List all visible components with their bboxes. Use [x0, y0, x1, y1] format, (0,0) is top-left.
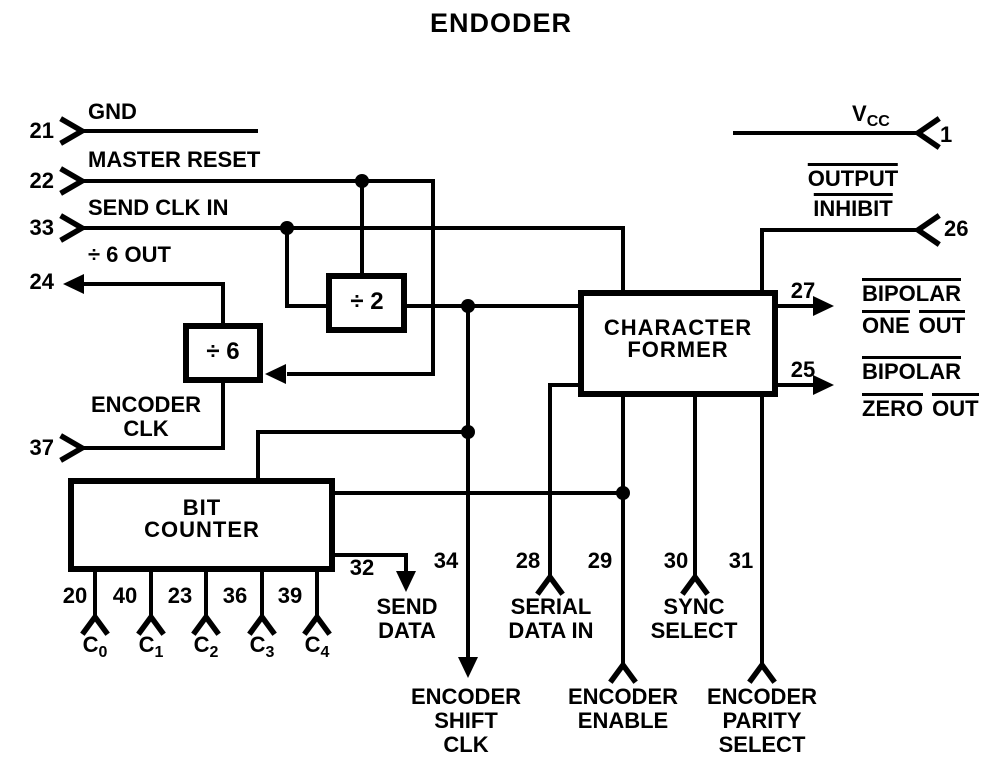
pin-20-number: 20 — [62, 583, 88, 608]
pin-29-chevron-icon — [608, 660, 638, 684]
diagram-title: ENDODER — [429, 8, 573, 38]
junction-dot — [461, 425, 475, 439]
pin-33-number: 33 — [29, 215, 54, 240]
junction-dot — [461, 299, 475, 313]
pin-36-number: 36 — [222, 583, 248, 608]
c0-label: C0 — [82, 632, 108, 662]
pin-28-number: 28 — [515, 548, 541, 573]
pin-32-number: 32 — [349, 555, 375, 580]
pin-26-chevron-icon — [913, 213, 941, 247]
divide-by-6-block — [183, 323, 263, 383]
arrow-send-data-icon — [396, 571, 416, 592]
pin-c0-chevron-icon — [80, 612, 110, 636]
c1-label: C1 — [138, 632, 164, 662]
divide-by-6-label: ÷ 6 — [206, 338, 240, 365]
master-reset-label: MASTER RESET — [88, 147, 261, 172]
pin-1-number: 1 — [940, 122, 953, 147]
pin-34-number: 34 — [433, 548, 459, 573]
junction-dot — [280, 221, 294, 235]
pin-c3-chevron-icon — [247, 612, 277, 636]
character-former-block — [578, 290, 778, 397]
pin-c1-chevron-icon — [136, 612, 166, 636]
gnd-label: GND — [88, 99, 137, 124]
pin-21-number: 21 — [29, 118, 54, 143]
wire-shift-clk-to-bit-counter — [256, 430, 468, 478]
pin-1-chevron-icon — [913, 116, 941, 150]
wire-serial-data-in — [548, 383, 581, 577]
divide-by-2-label: ÷ 2 — [350, 288, 384, 315]
wire-send-clk-in — [82, 226, 625, 290]
wire-master-reset — [82, 179, 435, 376]
pin-30-chevron-icon — [680, 572, 710, 596]
pin-c2-chevron-icon — [191, 612, 221, 636]
output-inhibit-label: OUTPUT INHIBIT — [807, 163, 899, 221]
pin-33-chevron-icon — [59, 213, 88, 243]
c3-label: C3 — [249, 632, 275, 662]
c4-label: C4 — [304, 632, 330, 662]
arrow-shift-clk-icon — [458, 657, 478, 678]
wire-output-inhibit — [760, 228, 918, 290]
wire-send-clk-to-div2 — [285, 228, 326, 308]
wire-encoder-clk — [82, 383, 225, 450]
pin-30-number: 30 — [663, 548, 689, 573]
junction-dot — [616, 486, 630, 500]
arrow-pin27-icon — [813, 296, 834, 316]
vcc-label: VCC — [852, 101, 890, 131]
pin-23-number: 23 — [167, 583, 193, 608]
pin-c4-chevron-icon — [302, 612, 332, 636]
divide-by-2-block — [326, 273, 407, 333]
arrow-div6-input-icon — [265, 364, 286, 384]
pin-40-number: 40 — [112, 583, 138, 608]
pin-28-chevron-icon — [535, 572, 565, 596]
pin-24-number: 24 — [29, 269, 54, 294]
pin-27-number: 27 — [790, 278, 816, 303]
pin-22-number: 22 — [29, 168, 54, 193]
bit-counter-block — [68, 478, 335, 572]
wire-send-data — [335, 553, 408, 573]
wire-div6-out — [84, 282, 225, 323]
arrow-pin24-icon — [63, 274, 84, 294]
pin-31-number: 31 — [728, 548, 754, 573]
div6-out-label: ÷ 6 OUT — [88, 242, 171, 267]
c2-label: C2 — [193, 632, 219, 662]
pin-25-number: 25 — [790, 357, 816, 382]
pin-39-number: 39 — [277, 583, 303, 608]
pin-29-number: 29 — [587, 548, 613, 573]
pin-26-number: 26 — [944, 216, 969, 241]
pin-31-chevron-icon — [747, 660, 777, 684]
pin-22-chevron-icon — [59, 166, 88, 196]
junction-dot — [355, 174, 369, 188]
pin-37-number: 37 — [29, 435, 54, 460]
send-clk-in-label: SEND CLK IN — [88, 195, 229, 220]
pin-21-chevron-icon — [59, 116, 88, 146]
pin-37-chevron-icon — [59, 433, 88, 463]
arrow-pin25-icon — [813, 375, 834, 395]
